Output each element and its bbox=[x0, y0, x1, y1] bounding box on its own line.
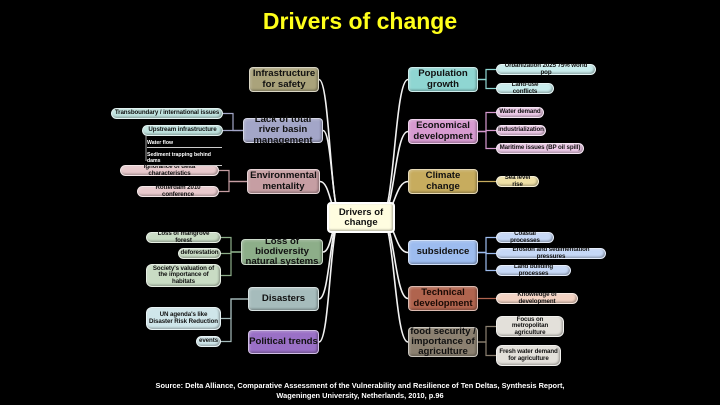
leaf-connector-subsidence bbox=[478, 251, 496, 272]
leaf-connector-river_basin bbox=[223, 112, 243, 132]
leaf-connector-population bbox=[478, 68, 496, 81]
leaf-node-biodiversity: Loss of mangrove forest bbox=[146, 230, 221, 243]
leaf-node-climate: Sea level rise bbox=[496, 174, 539, 187]
leaf-connector-environmental bbox=[219, 169, 247, 183]
leaf-node-population: Urbanization 2025 75% world pop bbox=[496, 62, 596, 75]
leaf-node-subsidence: Erosion and sedimentation pressures bbox=[496, 246, 606, 259]
leaf-node-economical: Water demand bbox=[496, 107, 544, 118]
leaf-connector-biodiversity bbox=[221, 251, 241, 277]
branch-node-environmental: Environmental mentality bbox=[247, 169, 320, 194]
branch-node-biodiversity: Loss of biodiversity natural systems bbox=[241, 236, 323, 267]
leaf-connector-population bbox=[478, 78, 496, 90]
leaf-connector-economical bbox=[478, 111, 496, 133]
leaf-node-food: Fresh water demand for agriculture bbox=[496, 345, 561, 366]
leaf-node-river_basin: Upstream infrastructure bbox=[142, 125, 223, 136]
leaf-node-subsidence: Land building processes bbox=[496, 263, 571, 276]
leaf-connector-disasters bbox=[221, 298, 248, 320]
leaf-node-economical: industrialization bbox=[496, 125, 546, 136]
leaf-node-biodiversity: deforestation bbox=[178, 248, 221, 259]
branch-node-disasters: Disasters bbox=[248, 287, 319, 311]
source-citation: Source: Delta Alliance, Comparative Asse… bbox=[60, 381, 660, 401]
sub-item: Sediment trapping behind dams bbox=[147, 152, 222, 166]
leaf-connector-disasters bbox=[221, 298, 248, 343]
leaf-node-population: Land-use conflicts bbox=[496, 81, 554, 94]
leaf-node-environmental: Ignorance of delta characteristics bbox=[120, 163, 219, 176]
leaf-node-disasters: events bbox=[196, 336, 221, 347]
leaf-connector-economical bbox=[478, 130, 496, 150]
branch-node-climate: Climate change bbox=[408, 169, 478, 194]
branch-node-population: Population growth bbox=[408, 67, 478, 92]
leaf-node-biodiversity: Society's valuation of the importance of… bbox=[146, 264, 221, 287]
branch-node-river_basin: Lack of total river basin management bbox=[243, 115, 323, 145]
branch-node-economical: Economical development bbox=[408, 119, 478, 144]
leaf-node-economical: Maritime issues (BP oil spill) bbox=[496, 143, 584, 154]
connector-population bbox=[380, 78, 409, 218]
source-line-2: Wageningen University, Netherlands, 2010… bbox=[276, 391, 444, 400]
leaf-connector-food bbox=[478, 325, 496, 343]
leaf-node-technical: Knowledge of development bbox=[496, 291, 578, 304]
leaf-node-disasters: UN agenda's like Disaster Risk Reduction bbox=[146, 307, 221, 330]
leaf-node-river_basin: Transboundary / international issues bbox=[111, 108, 223, 119]
slide-title: Drivers of change bbox=[262, 8, 458, 34]
branch-node-infrastructure: Infrastructure for safety bbox=[249, 67, 319, 92]
sub-item: Water flow bbox=[147, 140, 222, 148]
branch-node-political: Political trends bbox=[248, 330, 319, 354]
leaf-node-food: Focus on metropolitan agriculture bbox=[496, 316, 564, 337]
branch-node-subsidence: subsidence bbox=[408, 240, 478, 265]
leaf-connector-biodiversity bbox=[221, 236, 241, 253]
source-line-1: Source: Delta Alliance, Comparative Asse… bbox=[155, 381, 565, 390]
branch-node-food: food security / importance of agricultur… bbox=[408, 326, 478, 357]
branch-node-technical: Technical development bbox=[408, 286, 478, 311]
leaf-node-subsidence: Coastal processes bbox=[496, 230, 554, 243]
connector-political bbox=[318, 216, 342, 343]
leaf-connector-food bbox=[478, 341, 496, 357]
leaf-connector-subsidence bbox=[478, 236, 496, 254]
leaf-node-environmental: Rotterdam 2010 conference bbox=[137, 184, 219, 197]
center-node: Drivers of change bbox=[327, 202, 395, 233]
leaf-connector-environmental bbox=[219, 180, 247, 193]
